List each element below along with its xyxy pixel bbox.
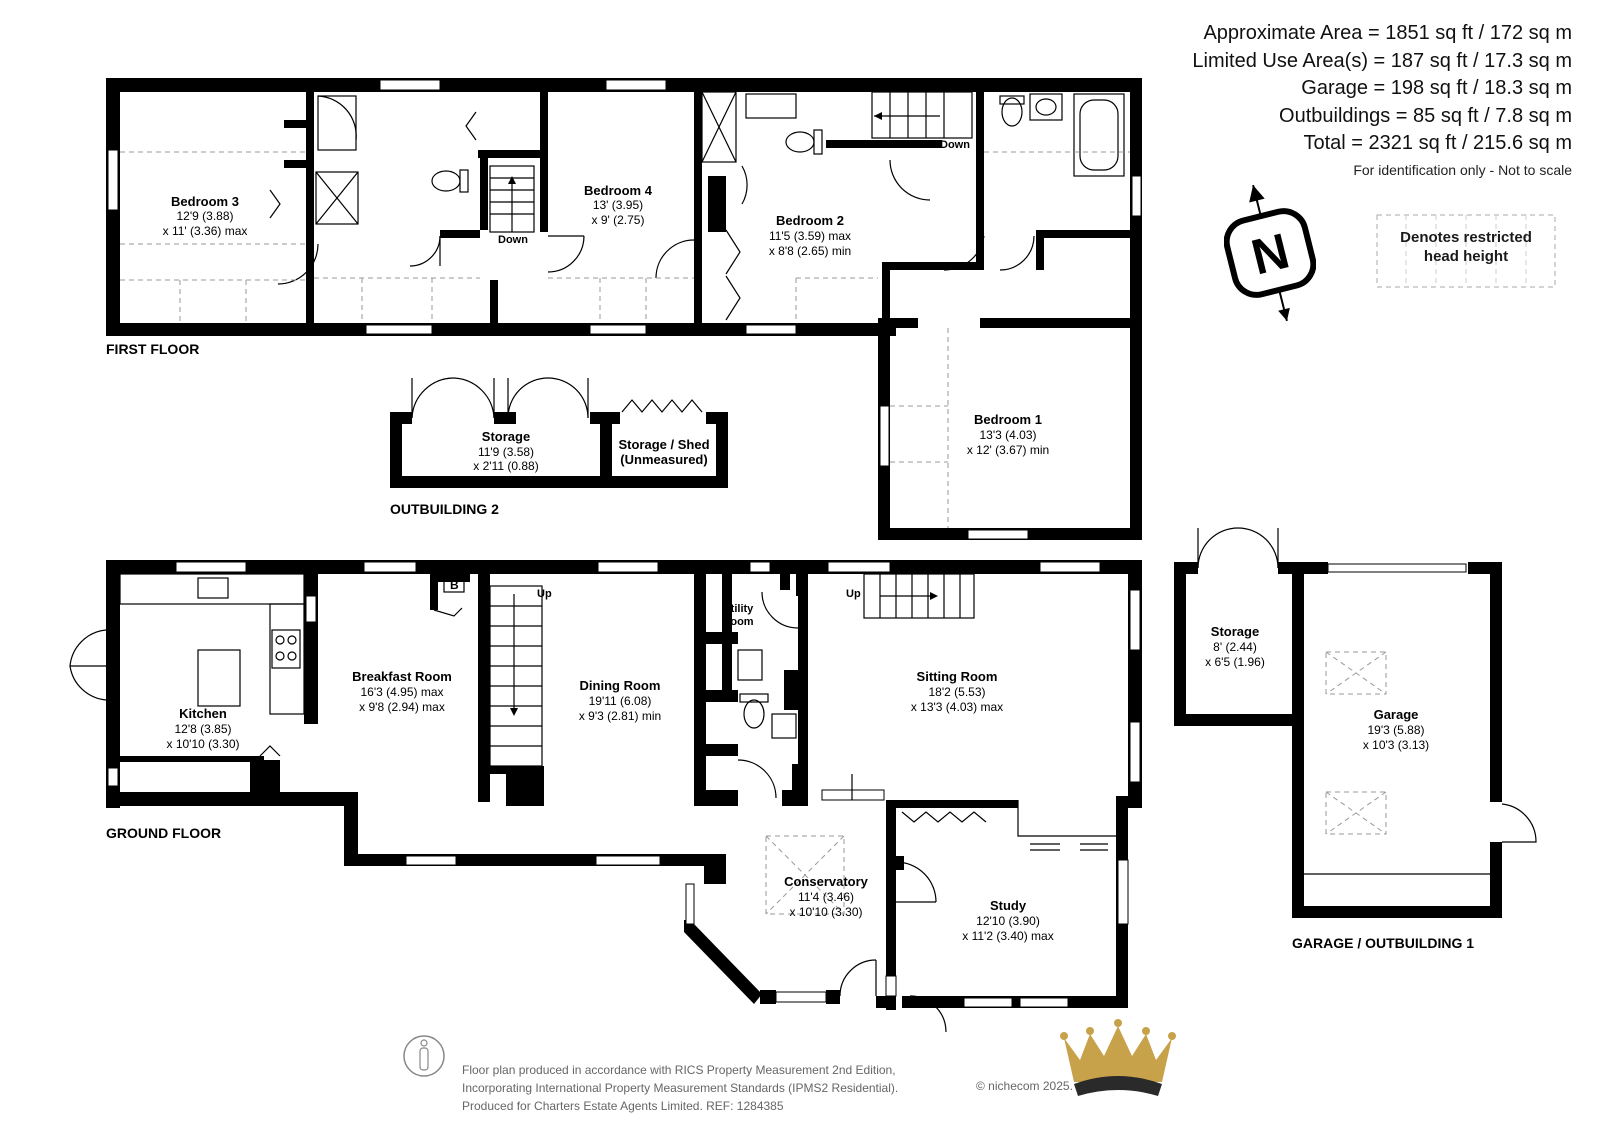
study-name: Study xyxy=(990,898,1027,913)
sitting-room-dim-1: 18'2 (5.53) xyxy=(929,685,986,699)
storage-shed-dim: (Unmeasured) xyxy=(620,452,707,467)
bedroom-2-name: Bedroom 2 xyxy=(776,213,844,228)
utility-room-name-2: Room xyxy=(722,616,753,628)
boiler-label: B xyxy=(450,578,459,592)
down-marker-1: Down xyxy=(498,234,528,246)
storage-outbuilding-2-dim-2: x 2'11 (0.88) xyxy=(473,459,538,473)
up-marker-1: Up xyxy=(537,588,552,600)
bedroom-3-dim-2: x 11' (3.36) max xyxy=(163,224,248,238)
footer-line-2: Incorporating International Property Mea… xyxy=(462,1081,899,1095)
boiler-marker xyxy=(443,575,465,593)
storage-shed-name: Storage / Shed xyxy=(618,437,709,452)
breakfast-room-dim-2: x 9'8 (2.94) max xyxy=(359,700,445,714)
area-line-outbuildings: Outbuildings = 85 sq ft / 7.8 sq m xyxy=(1279,104,1572,127)
bedroom-2-dim-2: x 8'8 (2.65) min xyxy=(769,244,851,258)
garage-dim-1: 19'3 (5.88) xyxy=(1368,723,1425,737)
bedroom-4-dim-1: 13' (3.95) xyxy=(593,198,643,212)
first-floor-walls xyxy=(106,78,1142,540)
bedroom-1-name: Bedroom 1 xyxy=(974,412,1042,427)
dining-room-dim-1: 19'11 (6.08) xyxy=(589,694,652,708)
storage-garage-dim-2: x 6'5 (1.96) xyxy=(1205,655,1265,669)
legend-dashed-box xyxy=(1376,214,1556,288)
first-floor-label: FIRST FLOOR xyxy=(106,341,199,357)
conservatory-name: Conservatory xyxy=(784,874,869,889)
kitchen-dim-1: 12'8 (3.85) xyxy=(175,722,232,736)
up-marker-2: Up xyxy=(846,588,861,600)
bedroom-1-dim-1: 13'3 (4.03) xyxy=(980,428,1037,442)
sitting-room-dim-2: x 13'3 (4.03) max xyxy=(911,700,1003,714)
ground-floor-label: GROUND FLOOR xyxy=(106,825,221,841)
down-marker-2: Down xyxy=(940,139,970,151)
bedroom-1-dim-2: x 12' (3.67) min xyxy=(967,443,1049,457)
room-labels: Bedroom 3 12'9 (3.88) x 11' (3.36) max B… xyxy=(163,183,1430,943)
dining-room-name: Dining Room xyxy=(580,678,661,693)
floor-labels: FIRST FLOOR OUTBUILDING 2 GROUND FLOOR G… xyxy=(106,341,1474,951)
north-compass-icon: N xyxy=(1224,184,1316,322)
legend-line-1: Denotes restricted xyxy=(1400,229,1532,246)
study-dim-2: x 11'2 (3.40) max xyxy=(962,929,1053,943)
outbuilding-2-walls xyxy=(390,377,728,488)
stair-markers: Down Down Up Up B xyxy=(450,139,970,600)
breakfast-room-dim-1: 16'3 (4.95) max xyxy=(361,685,444,699)
kitchen-dim-2: x 10'10 (3.30) xyxy=(166,737,239,751)
legend-text: Denotes restricted head height xyxy=(1376,228,1556,266)
footer-line-1: Floor plan produced in accordance with R… xyxy=(462,1063,896,1077)
storage-garage-name: Storage xyxy=(1211,624,1259,639)
conservatory-dim-2: x 10'10 (3.30) xyxy=(789,905,862,919)
area-line-garage: Garage = 198 sq ft / 18.3 sq m xyxy=(1301,77,1572,99)
sitting-room-name: Sitting Room xyxy=(917,669,998,684)
bedroom-3-name: Bedroom 3 xyxy=(171,194,239,209)
footer-copyright: © nichecom 2025. xyxy=(976,1079,1073,1093)
ground-floor-walls xyxy=(69,560,1142,1033)
bedroom-4-dim-2: x 9' (2.75) xyxy=(592,213,645,227)
area-line-approximate: Approximate Area = 1851 sq ft / 172 sq m xyxy=(1203,22,1572,44)
garage-dim-2: x 10'3 (3.13) xyxy=(1363,738,1429,752)
breakfast-room-name: Breakfast Room xyxy=(352,669,452,684)
bedroom-3-dim-1: 12'9 (3.88) xyxy=(177,209,234,223)
garage-name: Garage xyxy=(1374,707,1419,722)
person-scale-icon xyxy=(403,1035,445,1077)
legend-line-2: head height xyxy=(1423,248,1509,265)
bedroom-2-dim-1: 11'5 (3.59) max xyxy=(769,229,851,243)
area-line-limited-use: Limited Use Area(s) = 187 sq ft / 17.3 s… xyxy=(1192,49,1572,72)
outbuilding-2-label: OUTBUILDING 2 xyxy=(390,501,499,517)
area-line-total: Total = 2321 sq ft / 215.6 sq m xyxy=(1303,132,1573,154)
storage-garage-dim-1: 8' (2.44) xyxy=(1213,640,1257,654)
footer-line-3: Produced for Charters Estate Agents Limi… xyxy=(462,1099,784,1113)
footer-credits: Floor plan produced in accordance with R… xyxy=(462,1061,898,1115)
utility-room-name-1: Utility xyxy=(723,603,754,615)
crown-logo-icon xyxy=(1060,1019,1176,1096)
scale-note: For identification only - Not to scale xyxy=(1353,161,1572,178)
storage-outbuilding-2-name: Storage xyxy=(482,429,530,444)
bedroom-4-name: Bedroom 4 xyxy=(584,183,653,198)
study-dim-1: 12'10 (3.90) xyxy=(976,914,1040,928)
storage-outbuilding-2-dim-1: 11'9 (3.58) xyxy=(478,445,534,459)
dining-room-dim-2: x 9'3 (2.81) min xyxy=(579,709,661,723)
area-summary: Approximate Area = 1851 sq ft / 172 sq m… xyxy=(1192,20,1572,178)
conservatory-dim-1: 11'4 (3.46) xyxy=(798,890,854,904)
garage-outbuilding-1-label: GARAGE / OUTBUILDING 1 xyxy=(1292,935,1474,951)
garage-walls xyxy=(1174,527,1537,918)
kitchen-name: Kitchen xyxy=(179,706,227,721)
restricted-head-height-legend: Denotes restricted head height xyxy=(1376,214,1556,288)
